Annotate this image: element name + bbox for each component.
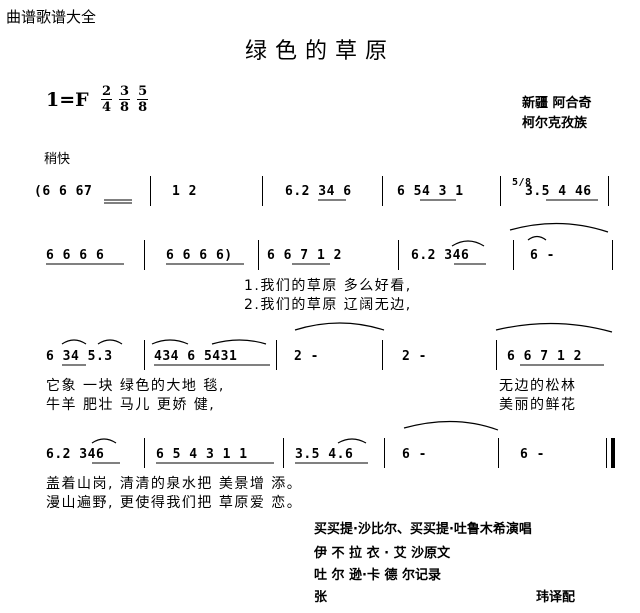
bar-line	[496, 340, 498, 370]
final-bar-line	[611, 438, 615, 468]
bar-line	[276, 340, 278, 370]
credit-ethnicity: 柯尔克孜族	[522, 116, 588, 131]
bar-line	[384, 438, 386, 468]
lyric-r4-verse2: 漫山遍野, 更使得我们把 草原爱 恋。	[46, 495, 303, 511]
bar-line	[262, 176, 264, 206]
lyric-r3-verse1-a: 它象 一块 绿色的大地 毯,	[46, 378, 225, 394]
lyric-r2-verse1: 1.我们的草原 多么好看,	[244, 278, 412, 294]
time-sig-change: 5/8	[512, 177, 532, 188]
bar-line	[612, 240, 614, 270]
bar-line	[382, 340, 384, 370]
credit-recorder: 吐 尔 逊·卡 德 尔记录	[314, 568, 442, 583]
measure-r2-m1: 6 6 6 6	[46, 248, 105, 263]
bar-line	[150, 176, 152, 206]
measure-r1-m3: 6.2 34 6	[285, 184, 352, 199]
credit-translator-surname: 张	[314, 590, 328, 605]
lyric-r3-verse1-b: 无边的松林	[499, 378, 577, 394]
measure-r1-m1: (6 6 67	[34, 184, 93, 199]
slur-arc	[509, 222, 609, 233]
lyric-r3-verse2-b: 美丽的鲜花	[499, 397, 577, 413]
measure-r2-m2: 6 6 6 6)	[166, 248, 233, 263]
tie-arc	[403, 420, 499, 431]
slur-arc	[61, 339, 87, 345]
slur-arc	[337, 438, 367, 444]
bar-line	[498, 438, 500, 468]
measure-r4-m3: 3.5 4.6	[295, 447, 354, 462]
credit-singer: 买买提·沙比尔、买买提·吐鲁木希演唱	[314, 522, 532, 537]
measure-r3-m3: 2 -	[294, 349, 319, 364]
credit-origin: 新疆 阿合奇	[522, 96, 592, 111]
slur-arc	[495, 322, 613, 333]
measure-r4-m5: 6 -	[520, 447, 545, 462]
measure-r4-m2: 6 5 4 3 1 1	[156, 447, 248, 462]
lyric-r4-verse1: 盖着山岗, 清清的泉水把 美景增 添。	[46, 476, 303, 492]
tempo-marking: 稍快	[44, 152, 71, 167]
measure-r2-m4: 6.2 346	[411, 248, 470, 263]
measure-r3-m5: 6 6 7 1 2	[507, 349, 582, 364]
credit-translator: 玮译配	[536, 590, 576, 605]
slur-arc	[451, 240, 485, 247]
bar-line	[144, 340, 146, 370]
song-title: 绿色的草原	[244, 39, 395, 64]
measure-r1-m2: 1 2	[172, 184, 197, 199]
bar-line	[258, 240, 260, 270]
slur-arc	[151, 339, 189, 345]
slur-arc	[97, 339, 123, 345]
measure-r2-m5: 6 -	[530, 248, 555, 263]
slur-arc	[211, 339, 267, 345]
measure-r3-m2: 434 6 5431	[154, 349, 238, 364]
bar-line	[513, 240, 515, 270]
bar-line	[500, 176, 502, 206]
measure-r4-m4: 6 -	[402, 447, 427, 462]
measure-r3-m4: 2 -	[402, 349, 427, 364]
bar-line	[608, 176, 610, 206]
tie-arc	[294, 322, 385, 331]
measure-r3-m1: 6 34 5.3	[46, 349, 113, 364]
site-label: 曲谱歌谱大全	[6, 8, 97, 26]
fermata-arc	[527, 235, 547, 241]
measure-r1-m4: 6 54 3 1	[397, 184, 464, 199]
measure-r1-m5: 3.5 4 46	[525, 184, 592, 199]
bar-line	[606, 438, 608, 468]
bar-line	[382, 176, 384, 206]
bar-line	[144, 438, 146, 468]
bar-line	[144, 240, 146, 270]
key-signature: 1=F	[46, 89, 89, 111]
bar-line	[283, 438, 285, 468]
measure-r2-m3: 6 6 7 1 2	[267, 248, 342, 263]
lyric-r2-verse2: 2.我们的草原 辽阔无边,	[244, 297, 412, 313]
slur-arc	[91, 438, 117, 444]
lyric-r3-verse2-a: 牛羊 肥壮 马儿 更娇 健,	[46, 397, 216, 413]
credit-original-text: 伊 不 拉 衣 · 艾 沙原文	[314, 546, 451, 561]
measure-r4-m1: 6.2 346	[46, 447, 105, 462]
bar-line	[398, 240, 400, 270]
